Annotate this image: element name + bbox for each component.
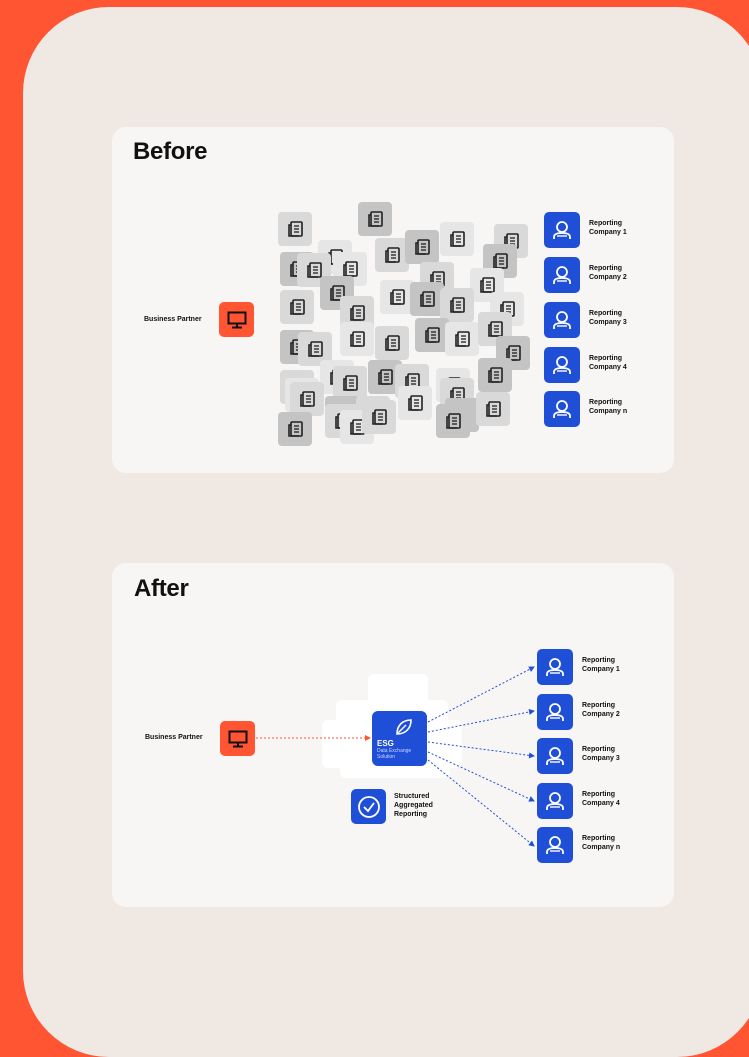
reporting-company-name: Company 1 xyxy=(582,666,620,673)
reporting-company-name: Company 4 xyxy=(582,800,620,807)
document-icon xyxy=(405,230,439,264)
document-icon xyxy=(362,400,396,434)
reporting-company-name: Company 2 xyxy=(589,274,627,281)
reporting-company-label: Reporting xyxy=(589,220,623,227)
check-circle-icon xyxy=(351,789,386,824)
person-icon xyxy=(537,694,573,730)
document-icon xyxy=(278,412,312,446)
document-icon xyxy=(280,290,314,324)
document-icon xyxy=(375,326,409,360)
document-icon xyxy=(278,212,312,246)
monitor-icon xyxy=(219,302,254,337)
reporting-company-label: Reporting xyxy=(582,835,616,842)
leaf-icon xyxy=(396,719,412,735)
reporting-company-label: Reporting xyxy=(589,265,623,272)
reporting-company-name: Company n xyxy=(582,844,621,851)
document-icon xyxy=(358,202,392,236)
person-icon xyxy=(544,302,580,338)
person-icon xyxy=(537,649,573,685)
reporting-company-label: Reporting xyxy=(582,746,616,753)
document-icon xyxy=(333,366,367,400)
structured-reporting-label: Structured Aggregated Reporting xyxy=(394,793,433,818)
reporting-company-label: Reporting xyxy=(589,399,623,406)
business-partner-label: Business Partner xyxy=(145,734,203,741)
reporting-company-name: Company 3 xyxy=(589,319,627,326)
reporting-company-name: Company 3 xyxy=(582,755,620,762)
esg-title: ESG xyxy=(377,739,394,748)
document-icon xyxy=(415,318,449,352)
document-icon xyxy=(436,404,470,438)
business-partner-label: Business Partner xyxy=(144,316,202,323)
connector-lines xyxy=(256,666,535,847)
monitor-icon xyxy=(220,721,255,756)
person-icon xyxy=(544,391,580,427)
reporting-company-label: Reporting xyxy=(582,702,616,709)
document-icon xyxy=(290,382,324,416)
person-icon xyxy=(544,212,580,248)
document-icon xyxy=(320,276,354,310)
document-icon xyxy=(398,386,432,420)
reporting-company-label: Reporting xyxy=(582,657,616,664)
document-icon xyxy=(375,238,409,272)
reporting-company-label: Reporting xyxy=(589,355,623,362)
person-icon xyxy=(537,783,573,819)
reporting-company-name: Company n xyxy=(589,408,628,415)
reporting-company-label: Reporting xyxy=(589,310,623,317)
document-icon xyxy=(440,222,474,256)
document-icon xyxy=(440,288,474,322)
document-icon xyxy=(476,392,510,426)
document-icon xyxy=(478,358,512,392)
reporting-company-label: Reporting xyxy=(582,791,616,798)
person-icon xyxy=(544,347,580,383)
reporting-company-name: Company 2 xyxy=(582,711,620,718)
esg-hub: ESG Data Exchange Solution xyxy=(372,711,427,766)
before-heading: Before xyxy=(133,138,208,165)
hub-to-company-line xyxy=(427,751,535,802)
hub-to-company-line xyxy=(427,741,535,759)
reporting-company-name: Company 4 xyxy=(589,364,627,371)
after-heading: After xyxy=(134,575,189,602)
document-icon xyxy=(445,322,479,356)
document-icon xyxy=(340,322,374,356)
document-icon xyxy=(410,282,444,316)
person-icon xyxy=(537,827,573,863)
hub-to-company-line xyxy=(427,666,535,723)
document-icon xyxy=(380,280,414,314)
reporting-company-name: Company 1 xyxy=(589,229,627,236)
esg-subtitle: Data Exchange Solution xyxy=(377,748,412,760)
person-icon xyxy=(537,738,573,774)
hub-to-company-line xyxy=(427,759,535,847)
person-icon xyxy=(544,257,580,293)
